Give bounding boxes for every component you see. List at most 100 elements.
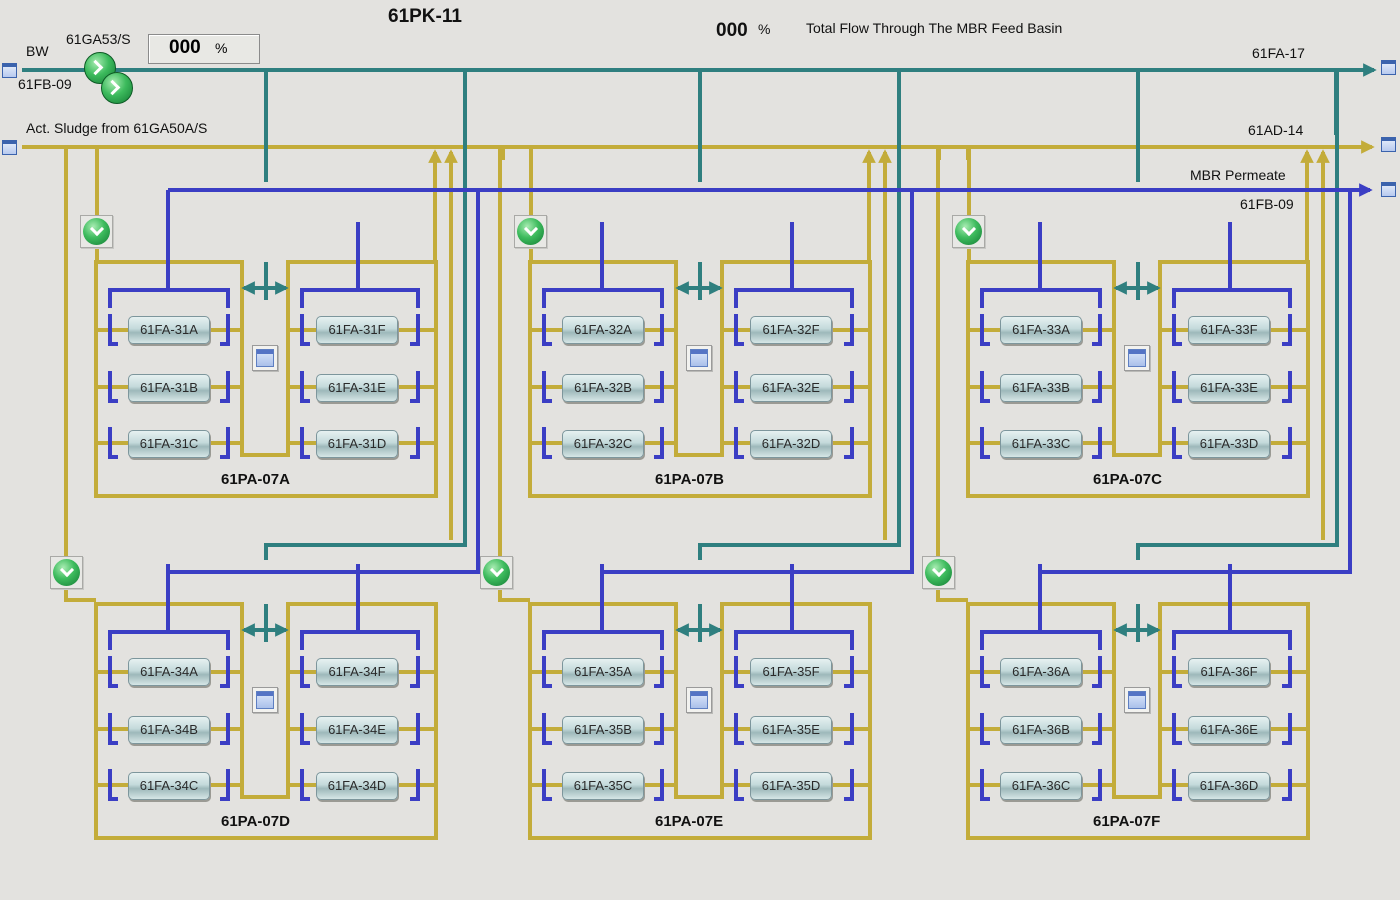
membrane-module[interactable]: 61FA-33C <box>1000 430 1082 458</box>
permeate-lateral-pipe <box>108 769 118 801</box>
check-valve-icon[interactable] <box>480 556 513 589</box>
membrane-module[interactable]: 61FA-33F <box>1188 316 1270 344</box>
membrane-module[interactable]: 61FA-32B <box>562 374 644 402</box>
membrane-module[interactable]: 61FA-32C <box>562 430 644 458</box>
bw-label: BW <box>26 43 49 59</box>
permeate-manifold-pipe <box>980 630 1102 650</box>
permeate-lateral-pipe <box>108 371 118 403</box>
permeate-lateral-pipe <box>1282 769 1292 801</box>
membrane-module[interactable]: 61FA-36C <box>1000 772 1082 800</box>
membrane-module[interactable]: 61FA-36B <box>1000 716 1082 744</box>
membrane-module[interactable]: 61FA-31F <box>316 316 398 344</box>
unit-label: 61PA-07A <box>221 471 290 488</box>
permeate-lateral-pipe <box>654 314 664 346</box>
permeate-lateral-pipe <box>1282 314 1292 346</box>
membrane-module[interactable]: 61FA-32A <box>562 316 644 344</box>
basin-outline-pipe <box>966 260 1310 498</box>
unit-label: 61PA-07F <box>1093 813 1161 830</box>
membrane-module[interactable]: 61FA-35F <box>750 658 832 686</box>
membrane-module[interactable]: 61FA-31B <box>128 374 210 402</box>
membrane-module[interactable]: 61FA-31C <box>128 430 210 458</box>
permeate-manifold-pipe <box>1172 630 1292 650</box>
permeate-manifold-pipe <box>300 630 420 650</box>
permeate-lateral-pipe <box>844 656 854 688</box>
check-valve-icon[interactable] <box>922 556 955 589</box>
pump-icon[interactable] <box>101 72 133 104</box>
membrane-module[interactable]: 61FA-35D <box>750 772 832 800</box>
bw-outlet-window-icon[interactable] <box>1381 60 1396 75</box>
membrane-module[interactable]: 61FA-36A <box>1000 658 1082 686</box>
window-icon[interactable] <box>252 687 278 713</box>
window-icon[interactable] <box>1124 687 1150 713</box>
permeate-lateral-pipe <box>1172 713 1182 745</box>
sludge-label: Act. Sludge from 61GA50A/S <box>26 120 208 136</box>
permeate-lateral-pipe <box>980 713 990 745</box>
window-icon[interactable] <box>1124 345 1150 371</box>
window-icon-glyph <box>1128 349 1146 367</box>
check-valve-icon[interactable] <box>952 215 985 248</box>
permeate-lateral-pipe <box>844 371 854 403</box>
unit-label: 61PA-07D <box>221 813 290 830</box>
membrane-module[interactable]: 61FA-35E <box>750 716 832 744</box>
membrane-module[interactable]: 61FA-34C <box>128 772 210 800</box>
membrane-module[interactable]: 61FA-34E <box>316 716 398 744</box>
permeate-lateral-pipe <box>542 769 552 801</box>
window-icon[interactable] <box>686 687 712 713</box>
permeate-lateral-pipe <box>654 656 664 688</box>
permeate-lateral-pipe <box>108 656 118 688</box>
flow-label: Total Flow Through The MBR Feed Basin <box>806 20 1063 36</box>
sludge-end-label: 61AD-14 <box>1248 122 1304 138</box>
permeate-lateral-pipe <box>300 314 310 346</box>
permeate-lateral-pipe <box>654 427 664 459</box>
permeate-lateral-pipe <box>1092 371 1102 403</box>
membrane-module[interactable]: 61FA-36F <box>1188 658 1270 686</box>
flow-unit: % <box>758 21 771 37</box>
membrane-module[interactable]: 61FA-33E <box>1188 374 1270 402</box>
membrane-module[interactable]: 61FA-33D <box>1188 430 1270 458</box>
membrane-module[interactable]: 61FA-35B <box>562 716 644 744</box>
valve-indicator <box>955 218 982 245</box>
sludge-inlet-window-icon[interactable] <box>2 140 17 155</box>
membrane-module[interactable]: 61FA-31D <box>316 430 398 458</box>
membrane-module[interactable]: 61FA-35C <box>562 772 644 800</box>
permeate-lateral-pipe <box>654 769 664 801</box>
check-valve-icon[interactable] <box>80 215 113 248</box>
membrane-module[interactable]: 61FA-36E <box>1188 716 1270 744</box>
permeate-lateral-pipe <box>1172 371 1182 403</box>
permeate-manifold-pipe <box>734 288 854 308</box>
membrane-module[interactable]: 61FA-34A <box>128 658 210 686</box>
bw-inlet-window-icon[interactable] <box>2 63 17 78</box>
backwash-lower-pipe <box>264 70 467 560</box>
membrane-module[interactable]: 61FA-34D <box>316 772 398 800</box>
pump-percent-display[interactable]: 000 % <box>148 34 260 64</box>
permeate-lateral-pipe <box>844 427 854 459</box>
permeate-outlet-window-icon[interactable] <box>1381 182 1396 197</box>
membrane-module[interactable]: 61FA-33A <box>1000 316 1082 344</box>
membrane-module[interactable]: 61FA-32F <box>750 316 832 344</box>
membrane-module[interactable]: 61FA-34B <box>128 716 210 744</box>
valve-indicator <box>517 218 544 245</box>
membrane-module[interactable]: 61FA-32D <box>750 430 832 458</box>
permeate-lateral-pipe <box>1092 713 1102 745</box>
backwash-lower-pipe <box>1136 70 1339 560</box>
permeate-manifold-pipe <box>108 630 230 650</box>
membrane-module[interactable]: 61FA-36D <box>1188 772 1270 800</box>
valve-indicator <box>53 559 80 586</box>
check-valve-icon[interactable] <box>50 556 83 589</box>
permeate-lateral-pipe <box>980 427 990 459</box>
permeate-lateral-pipe <box>220 427 230 459</box>
check-valve-icon[interactable] <box>514 215 547 248</box>
window-icon[interactable] <box>252 345 278 371</box>
membrane-module[interactable]: 61FA-31E <box>316 374 398 402</box>
membrane-module[interactable]: 61FA-34F <box>316 658 398 686</box>
permeate-lateral-pipe <box>654 713 664 745</box>
window-icon[interactable] <box>686 345 712 371</box>
sludge-outlet-window-icon[interactable] <box>1381 137 1396 152</box>
permeate-end-label: 61FB-09 <box>1240 196 1294 212</box>
permeate-lateral-pipe <box>300 427 310 459</box>
membrane-module[interactable]: 61FA-31A <box>128 316 210 344</box>
membrane-module[interactable]: 61FA-35A <box>562 658 644 686</box>
permeate-lateral-pipe <box>1092 427 1102 459</box>
membrane-module[interactable]: 61FA-32E <box>750 374 832 402</box>
membrane-module[interactable]: 61FA-33B <box>1000 374 1082 402</box>
